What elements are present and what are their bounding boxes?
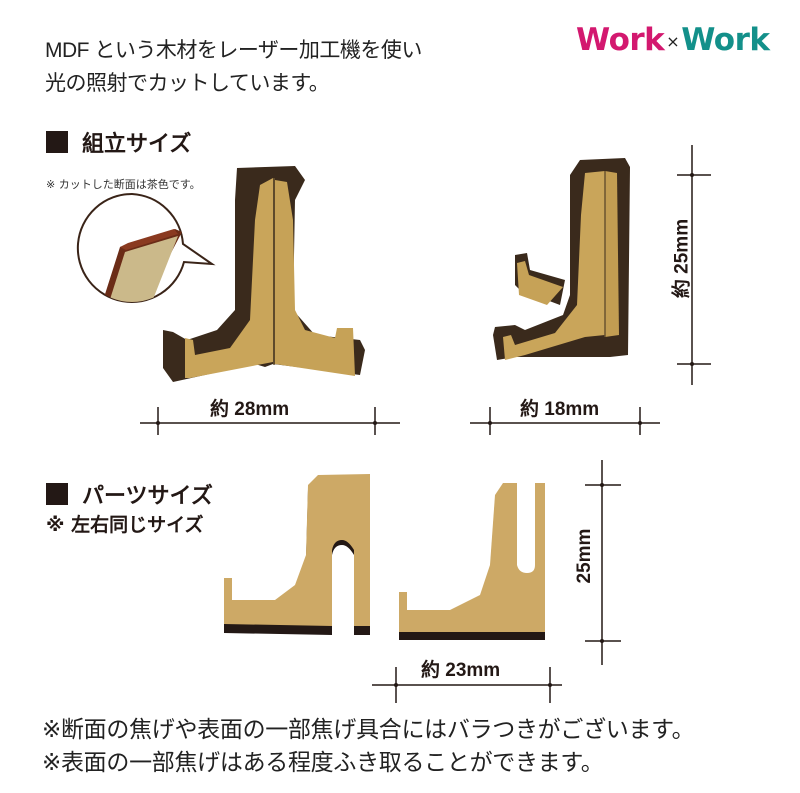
footer-notes: ※断面の焦げや表面の一部焦げ具合にはバラつきがございます。 ※表面の一部焦げはあ…: [42, 713, 695, 779]
assembled-size-title: 組立サイズ: [82, 132, 192, 157]
intro-text: MDF という木材をレーザー加工機を使い 光の照射でカットしています。: [45, 34, 422, 100]
brand-logo: Work×Work: [576, 22, 770, 58]
assembled-height-dimension-line: [677, 145, 711, 385]
intro-line-1: MDF という木材をレーザー加工機を使い: [45, 39, 422, 62]
parts-width-label: 約 23mm: [421, 660, 501, 681]
assembled-stand-side-image: [493, 158, 630, 360]
assembled-stand-front-image: [163, 166, 365, 382]
square-bullet-icon: [46, 483, 68, 505]
parts-size-heading: パーツサイズ: [46, 478, 213, 510]
logo-right-word: Work: [681, 22, 770, 58]
parts-height-label: 25mm: [574, 528, 595, 584]
front-width-dimension-line: [140, 407, 400, 435]
cut-edge-note: ※ カットした断面は茶色です。: [46, 178, 201, 191]
part-right-image: [399, 483, 545, 640]
side-width-dimension-line: [470, 407, 660, 435]
parts-width-dimension-line: [372, 667, 562, 703]
logo-separator: ×: [666, 32, 680, 51]
edge-closeup-bubble: [76, 192, 216, 303]
side-width-label: 約 18mm: [520, 399, 600, 420]
assembled-size-heading: 組立サイズ: [46, 126, 191, 158]
footer-note-2: ※表面の一部焦げはある程度ふき取ることができます。: [42, 749, 604, 775]
footer-note-1: ※断面の焦げや表面の一部焦げ具合にはバラつきがございます。: [42, 716, 695, 742]
logo-left-word: Work: [576, 22, 665, 58]
front-width-label: 約 28mm: [210, 399, 290, 420]
assembled-height-label: 約 25mm: [671, 218, 693, 299]
part-left-image: [224, 474, 370, 635]
intro-line-2: 光の照射でカットしています。: [45, 72, 330, 95]
parts-height-dimension-line: [585, 460, 621, 665]
parts-same-size-note: ※ 左右同じサイズ: [46, 514, 204, 536]
square-bullet-icon: [46, 131, 68, 153]
parts-size-title: パーツサイズ: [82, 484, 213, 509]
